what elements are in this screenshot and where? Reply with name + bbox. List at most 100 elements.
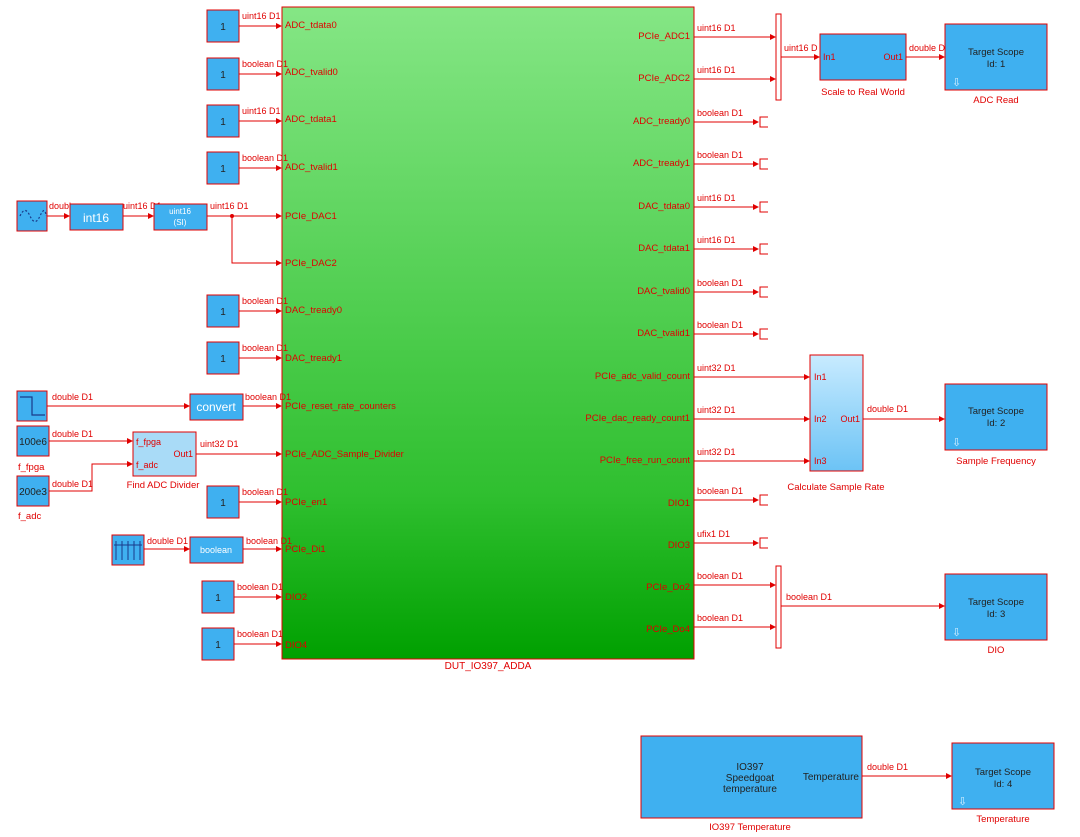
svg-text:200e3: 200e3 [19,487,47,498]
dut-output-port: PCIe_Do2 [646,582,690,593]
dut-output-port: ADC_tready0 [633,116,690,127]
dut-output-port: PCIe_free_run_count [600,455,691,466]
output-wires: uint16 D1 uint16 D1 boolean D1 boolean D… [694,23,810,630]
svg-text:Scale to Real World: Scale to Real World [821,87,905,98]
svg-text:uint32 D1: uint32 D1 [697,405,736,415]
svg-text:double D1: double D1 [867,404,908,414]
svg-text:Id: 1: Id: 1 [987,59,1006,70]
svg-text:uint32 D1: uint32 D1 [697,363,736,373]
svg-text:Target Scope: Target Scope [968,406,1024,417]
svg-text:double D1: double D1 [52,429,93,439]
dut-name: DUT_IO397_ADDA [445,661,532,672]
dut-input-port: ADC_tdata1 [285,114,337,125]
step-source[interactable] [16,390,48,422]
svg-text:double D1: double D1 [867,762,908,772]
mux-block[interactable] [775,13,782,101]
svg-text:boolean D1: boolean D1 [242,343,288,353]
scale-to-real-world-block[interactable]: In1 Out1 Scale to Real World [819,33,907,98]
svg-text:boolean D1: boolean D1 [242,153,288,163]
svg-text:100e6: 100e6 [19,437,47,448]
svg-text:boolean D1: boolean D1 [697,320,743,330]
find-adc-divider-block[interactable]: f_fpga f_adc Out1 Find ADC Divider [127,431,200,491]
svg-text:uint16: uint16 [169,207,191,216]
svg-text:uint16 D1: uint16 D1 [123,201,162,211]
dut-input-port: ADC_tvalid1 [285,162,338,173]
convert-block[interactable]: convert [189,393,244,421]
svg-text:uint16 D1: uint16 D1 [210,201,249,211]
svg-text:1: 1 [220,22,226,33]
svg-text:1: 1 [220,164,226,175]
svg-text:boolean D1: boolean D1 [242,296,288,306]
svg-text:1: 1 [220,70,226,81]
dut-input-port: DIO2 [285,592,307,603]
f-fpga-constant[interactable]: 100e6 f_fpga [16,425,50,473]
mux-block[interactable] [775,565,782,649]
target-scope-3[interactable]: Target Scope Id: 3 ⇩ DIO [944,573,1048,656]
dut-output-port: PCIe_ADC2 [638,73,690,84]
f-adc-constant[interactable]: 200e3 f_adc [16,475,50,522]
svg-text:In1: In1 [814,372,827,382]
input-wires: uint16 D1 boolean D1 uint16 D1 boolean D… [234,11,288,647]
svg-text:Find ADC Divider: Find ADC Divider [127,480,200,491]
svg-text:boolean: boolean [200,545,232,555]
dut-output-port: PCIe_Do4 [646,624,690,635]
dut-input-ports: ADC_tdata0 ADC_tvalid0 ADC_tdata1 ADC_tv… [285,20,404,651]
svg-text:double D1: double D1 [147,536,188,546]
svg-text:uint16 D1: uint16 D1 [242,11,281,21]
target-scope-4[interactable]: Target Scope Id: 4 ⇩ Temperature [951,742,1055,825]
svg-text:boolean D1: boolean D1 [697,108,743,118]
constant-blocks[interactable]: 1 1 1 1 1 1 1 1 1 [201,9,240,661]
dut-subsystem[interactable]: DUT_IO397_ADDA [281,6,695,672]
svg-text:boolean D1: boolean D1 [246,536,292,546]
dut-output-port: PCIe_dac_ready_count1 [585,413,690,424]
calculate-sample-rate-block[interactable]: In1 In2 In3 Out1 Calculate Sample Rate [787,354,885,493]
target-scope-1[interactable]: Target Scope Id: 1 ⇩ ADC Read [944,23,1048,106]
svg-text:Target Scope: Target Scope [968,47,1024,58]
svg-text:1: 1 [220,117,226,128]
constant-block: 1 [206,57,240,91]
io397-temperature-block[interactable]: IO397 Speedgoat temperature Temperature … [640,735,863,833]
svg-text:IO397: IO397 [736,762,764,773]
boolean-convert-block[interactable]: boolean [189,536,244,564]
dut-output-port: DAC_tdata1 [638,243,690,254]
svg-text:In1: In1 [823,52,836,62]
svg-text:boolean D1: boolean D1 [697,150,743,160]
svg-text:Out1: Out1 [840,414,860,424]
target-scope-2[interactable]: Target Scope Id: 2 ⇩ Sample Frequency [944,383,1048,467]
constant-block: 1 [201,580,235,614]
constant-block: 1 [206,485,240,519]
constant-block: 1 [206,9,240,43]
constant-block: 1 [206,341,240,375]
svg-text:Out1: Out1 [173,449,193,459]
svg-text:Calculate Sample Rate: Calculate Sample Rate [787,482,884,493]
svg-text:In2: In2 [814,414,827,424]
dut-output-port: DIO3 [668,540,690,551]
scope-arrow-icon: ⇩ [952,627,961,639]
svg-text:uint32 D1: uint32 D1 [200,439,239,449]
svg-text:Out1: Out1 [883,52,903,62]
svg-text:double D1: double D1 [909,43,950,53]
uint16-si-block[interactable]: uint16 (SI) [153,203,208,231]
pulse-source[interactable] [111,534,145,566]
dut-input-port: PCIe_DAC2 [285,258,337,269]
svg-text:Target Scope: Target Scope [975,767,1031,778]
svg-text:temperature: temperature [723,784,777,795]
constant-block: 1 [206,151,240,185]
svg-text:(SI): (SI) [174,218,187,227]
svg-text:uint16 D1: uint16 D1 [242,106,281,116]
svg-text:Id: 4: Id: 4 [994,779,1013,790]
svg-text:1: 1 [215,640,221,651]
dut-input-port: PCIe_en1 [285,497,327,508]
int16-convert-block[interactable]: int16 [69,203,124,231]
sine-wave-source[interactable] [16,200,48,232]
svg-text:f_adc: f_adc [136,460,159,470]
terminator-blocks[interactable] [759,116,768,549]
dut-output-port: DAC_tvalid1 [637,328,690,339]
svg-text:boolean D1: boolean D1 [237,582,283,592]
svg-text:f_adc: f_adc [18,511,41,522]
svg-text:Speedgoat: Speedgoat [726,773,775,784]
constant-block: 1 [206,294,240,328]
svg-text:DIO: DIO [988,645,1005,656]
svg-text:1: 1 [215,593,221,604]
dut-output-ports: PCIe_ADC1 PCIe_ADC2 ADC_tready0 ADC_trea… [585,31,690,635]
